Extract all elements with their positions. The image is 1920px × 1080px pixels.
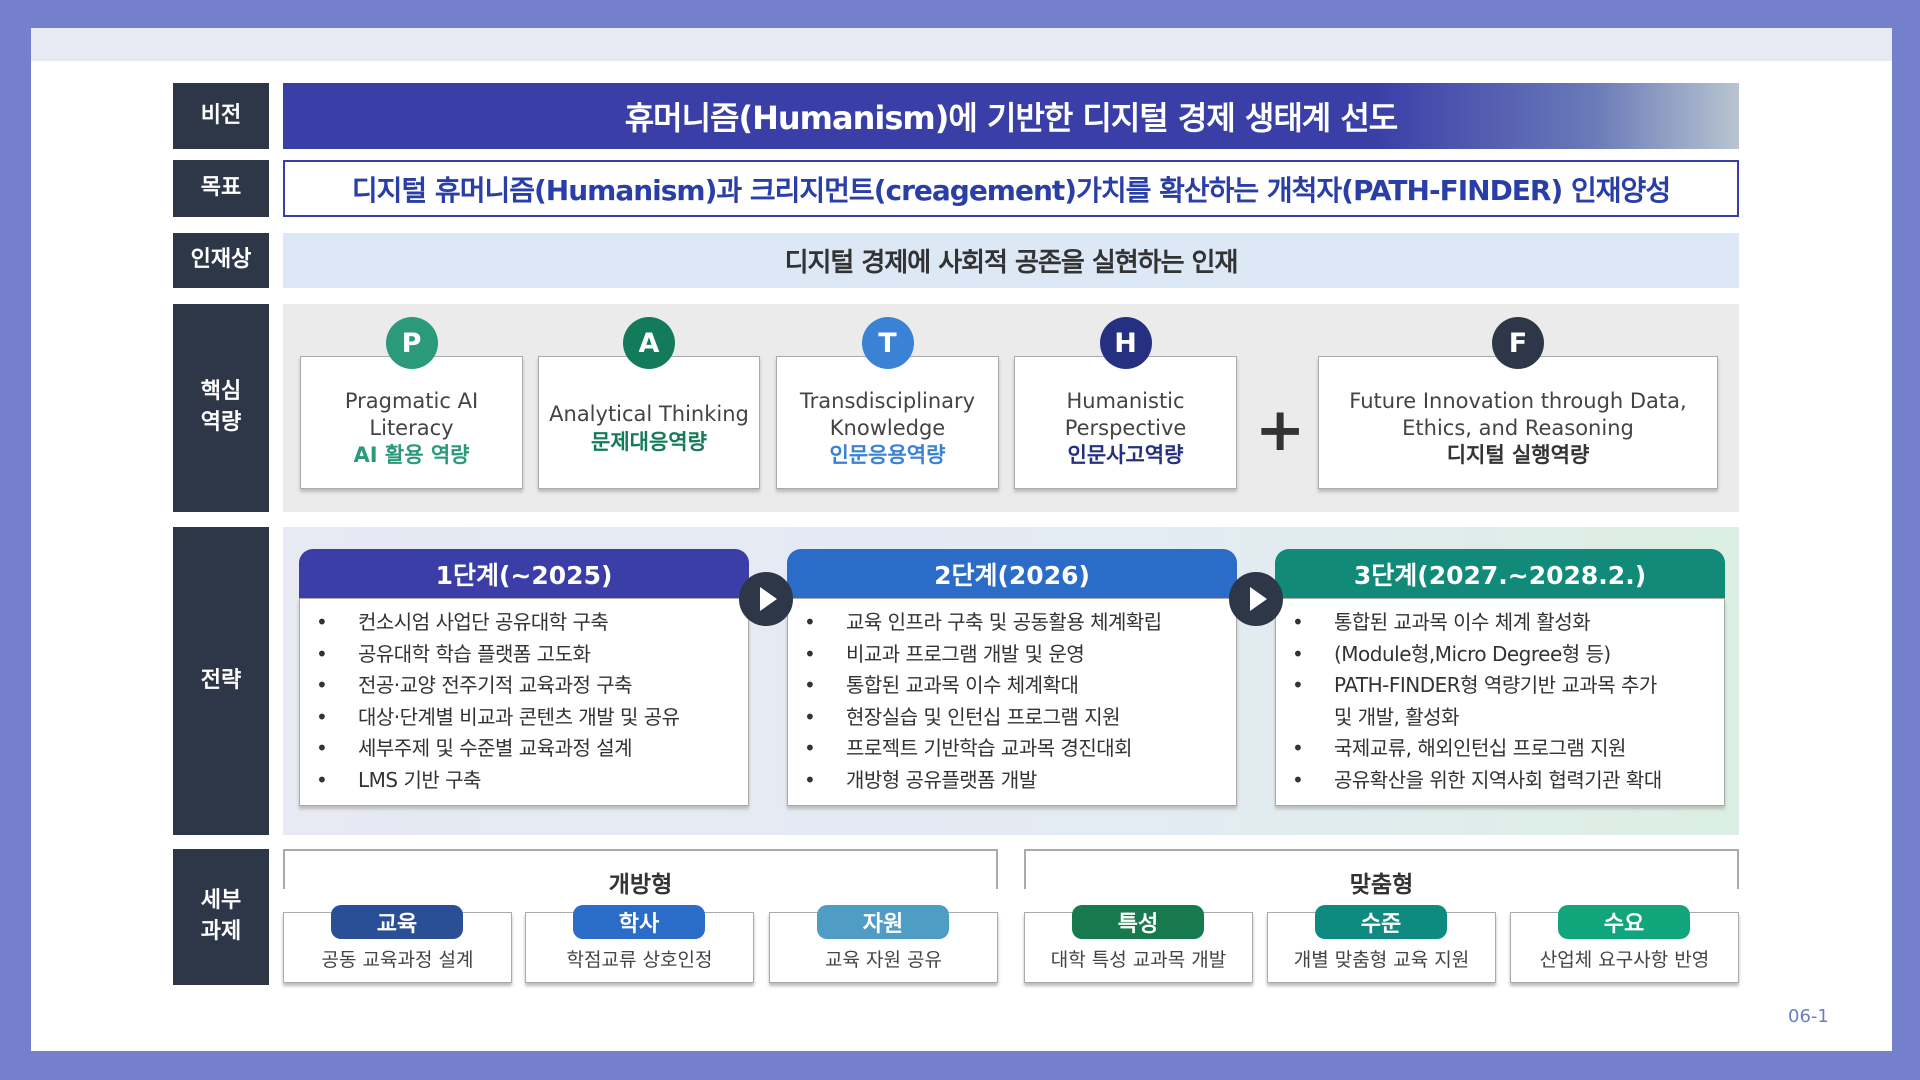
label-goal: 목표 xyxy=(173,160,269,217)
task-card: 개별 맞춤형 교육 지원 xyxy=(1267,912,1496,983)
arrow-right-icon xyxy=(739,572,793,626)
competency-korean: 인문응용역량 xyxy=(829,443,946,468)
competency-name: Knowledge xyxy=(829,415,946,440)
competency-name: Pragmatic AI xyxy=(344,388,479,413)
task-tag: 수요 xyxy=(1558,905,1690,939)
phase-item: 공유확산을 위한 지역사회 협력기관 확대 xyxy=(1292,765,1714,797)
task-tag: 자원 xyxy=(817,905,949,939)
label-competency: 핵심 역량 xyxy=(173,304,269,512)
group-custom: 맞춤형 xyxy=(1024,849,1739,898)
phase-item: 현장실습 및 인턴십 프로그램 지원 xyxy=(804,702,1226,734)
task-desc: 산업체 요구사항 반영 xyxy=(1539,949,1710,971)
phase-header: 2단계(2026) xyxy=(787,549,1237,598)
label-strategy: 전략 xyxy=(173,527,269,835)
group-open-title: 개방형 xyxy=(608,872,673,898)
task-tag: 교육 xyxy=(331,905,463,939)
plus-sign: + xyxy=(1255,395,1306,465)
task-desc: 대학 특성 교과목 개발 xyxy=(1050,949,1227,971)
phase-item: 세부주제 및 수준별 교육과정 설계 xyxy=(316,733,738,765)
competency-korean: 문제대응역량 xyxy=(591,429,707,454)
top-strip xyxy=(31,28,1892,61)
task-desc: 공동 교육과정 설계 xyxy=(321,949,474,971)
competency-name: Literacy xyxy=(369,415,454,440)
task-card: 교육 자원 공유 xyxy=(769,912,998,983)
arrow-right-icon xyxy=(1229,572,1283,626)
phase-item: 전공·교양 전주기적 교육과정 구축 xyxy=(316,670,738,702)
competency-name: Humanistic xyxy=(1066,388,1185,413)
phase-item: 비교과 프로그램 개발 및 운영 xyxy=(804,639,1226,671)
task-tag: 수준 xyxy=(1315,905,1447,939)
phase-item: 국제교류, 해외인턴십 프로그램 지원 xyxy=(1292,733,1714,765)
competency-name: Ethics, and Reasoning xyxy=(1402,415,1634,440)
group-open: 개방형 xyxy=(283,849,998,898)
competency-korean: 디지털 실행역량 xyxy=(1446,443,1590,468)
competency-name: Future Innovation through Data, xyxy=(1349,388,1687,413)
phase-item: LMS 기반 구축 xyxy=(316,765,738,797)
phase-item: 공유대학 학습 플랫폼 고도화 xyxy=(316,639,738,671)
task-tag: 특성 xyxy=(1072,905,1204,939)
competency-name: Analytical Thinking xyxy=(549,402,749,427)
phase-item: 대상·단계별 비교과 콘텐츠 개발 및 공유 xyxy=(316,702,738,734)
phase-body: 교육 인프라 구축 및 공동활용 체계확립비교과 프로그램 개발 및 운영통합된… xyxy=(787,598,1237,806)
task-tag: 학사 xyxy=(573,905,705,939)
phase-item: 프로젝트 기반학습 교과목 경진대회 xyxy=(804,733,1226,765)
label-tasks: 세부 과제 xyxy=(173,849,269,985)
page-number: 06-1 xyxy=(1788,1006,1829,1027)
goal-banner: 디지털 휴머니즘(Humanism)과 크리지먼트(creagement)가치를… xyxy=(283,160,1739,217)
phase-item: 및 개발, 활성화 xyxy=(1334,704,1459,729)
competency-name: Transdisciplinary xyxy=(799,388,976,413)
competency-name: Perspective xyxy=(1064,415,1187,440)
competency-letter-badge: A xyxy=(623,317,675,369)
task-desc: 개별 맞춤형 교육 지원 xyxy=(1293,949,1470,971)
vision-banner: 휴머니즘(Humanism)에 기반한 디지털 경제 생태계 선도 xyxy=(283,83,1739,149)
phase-body: 컨소시엄 사업단 공유대학 구축공유대학 학습 플랫폼 고도화전공·교양 전주기… xyxy=(299,598,749,806)
task-desc: 교육 자원 공유 xyxy=(825,949,942,971)
label-vision: 비전 xyxy=(173,83,269,149)
phase-body: 통합된 교과목 이수 체계 활성화(Module형,Micro Degree형 … xyxy=(1275,598,1725,806)
group-custom-title: 맞춤형 xyxy=(1349,872,1414,898)
phase-item: 통합된 교과목 이수 체계 활성화 xyxy=(1292,607,1714,639)
task-desc: 학점교류 상호인정 xyxy=(566,949,713,971)
competency-card: Future Innovation through Data,Ethics, a… xyxy=(1318,356,1718,489)
competency-korean: 인문사고역량 xyxy=(1067,443,1184,468)
phase-item: 컨소시엄 사업단 공유대학 구축 xyxy=(316,607,738,639)
phase-header: 1단계(~2025) xyxy=(299,549,749,598)
competency-letter-badge: P xyxy=(385,317,438,369)
competency-letter-badge: F xyxy=(1492,317,1544,369)
phase-item: PATH-FINDER형 역량기반 교과목 추가 xyxy=(1292,670,1714,702)
phase-item: 교육 인프라 구축 및 공동활용 체계확립 xyxy=(804,607,1226,639)
talent-banner: 디지털 경제에 사회적 공존을 실현하는 인재 xyxy=(283,233,1739,288)
competency-korean: AI 활용 역량 xyxy=(353,443,470,468)
phase-item: 개방형 공유플랫폼 개발 xyxy=(804,765,1226,797)
competency-letter-badge: T xyxy=(861,317,914,369)
phase-item: (Module형,Micro Degree형 등) xyxy=(1292,639,1714,671)
competency-letter-badge: H xyxy=(1099,317,1152,369)
phase-item: 통합된 교과목 이수 체계확대 xyxy=(804,670,1226,702)
phase-header: 3단계(2027.~2028.2.) xyxy=(1275,549,1725,598)
label-talent: 인재상 xyxy=(173,233,269,288)
